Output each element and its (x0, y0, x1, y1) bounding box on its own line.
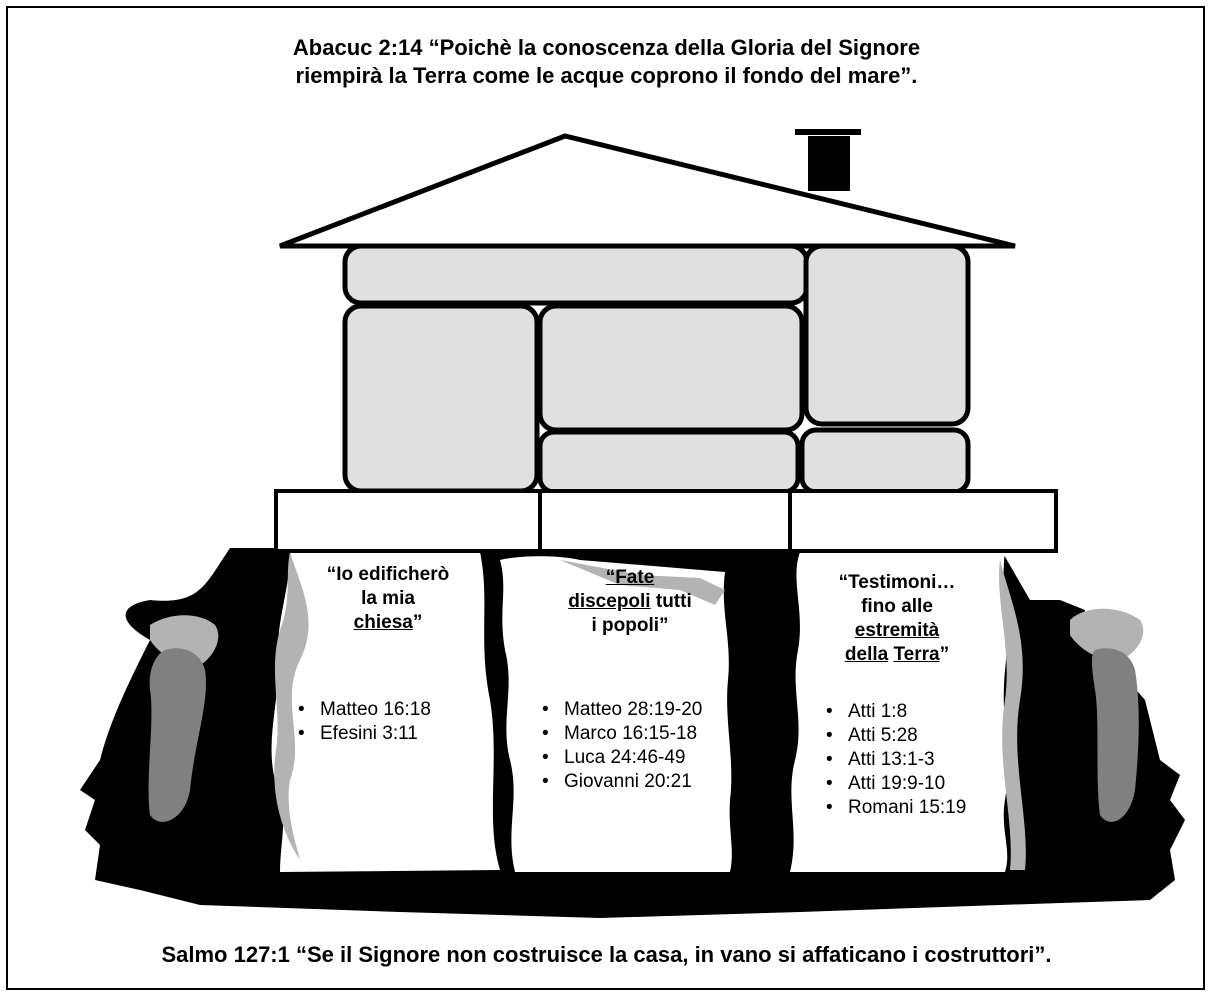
pillar-middle-quote: “Fate discepoli tutti i popoli” (556, 566, 704, 638)
list-item: Atti 5:28 (826, 724, 966, 748)
pillar-right-quote-line-4: della Terra” (844, 644, 950, 665)
shade-right (999, 560, 1026, 870)
pillar-left-quote-line-3: chiesa” (353, 612, 423, 633)
chimney-cap (795, 129, 861, 135)
pillar-left-refs: Matteo 16:18 Efesini 3:11 (298, 698, 431, 746)
title-line-2: riempirà la Terra come le acque coprono … (295, 63, 918, 88)
roof (279, 133, 1016, 249)
pillar-right-quote: “Testimoni… fino alle estremità della Te… (814, 571, 980, 667)
pillar-left-quote-line-2: la mia (361, 588, 415, 609)
pillar-right-quote-line-2: fino alle (861, 596, 933, 617)
stone-low-right (799, 427, 971, 495)
list-item: Efesini 3:11 (298, 722, 431, 746)
list-item: Matteo 28:19-20 (542, 698, 702, 722)
list-item: Marco 16:15-18 (542, 722, 702, 746)
pillar-right-refs: Atti 1:8 Atti 5:28 Atti 13:1-3 Atti 19:9… (826, 700, 966, 820)
stone-top-long (342, 243, 810, 306)
rock-side-left-dark (148, 648, 207, 822)
list-item: Matteo 16:18 (298, 698, 431, 722)
list-item: Atti 19:9-10 (826, 772, 966, 796)
beam-middle (538, 489, 792, 553)
pillar-left-quote-line-1: “Io edificherò (326, 564, 450, 585)
list-item: Romani 15:19 (826, 796, 966, 820)
stone-mid-left (342, 303, 540, 494)
shade-left (274, 552, 309, 860)
rock-side-right (1070, 608, 1144, 661)
pillar-middle-refs: Matteo 28:19-20 Marco 16:15-18 Luca 24:4… (542, 698, 702, 794)
list-item: Giovanni 20:21 (542, 770, 702, 794)
list-item: Luca 24:46-49 (542, 746, 702, 770)
list-item: Atti 13:1-3 (826, 748, 966, 772)
chimney (808, 136, 850, 191)
diagram-title: Abacuc 2:14 “Poichè la conoscenza della … (0, 34, 1213, 90)
rock-side-right-dark (1091, 648, 1139, 822)
shade-middle (560, 560, 725, 605)
pillar-middle-quote-line-1: “Fate (605, 567, 655, 588)
stone-low-center (537, 429, 801, 495)
beam-right (788, 489, 1058, 553)
pillar-right-quote-line-1: “Testimoni… (838, 572, 956, 593)
diagram-footer: Salmo 127:1 “Se il Signore non costruisc… (161, 942, 1052, 967)
pillar-left-quote: “Io edificherò la mia chiesa” (318, 563, 458, 635)
pillar-middle-quote-line-3: i popoli” (591, 615, 669, 636)
stone-top-right (803, 243, 971, 427)
beam-left (274, 489, 542, 553)
list-item: Atti 1:8 (826, 700, 966, 724)
pillar-right-quote-line-3: estremità (854, 620, 940, 641)
title-line-1: Abacuc 2:14 “Poichè la conoscenza della … (292, 35, 921, 60)
pillar-middle-quote-line-2: discepoli tutti (568, 591, 692, 612)
stone-mid-center (537, 303, 805, 433)
